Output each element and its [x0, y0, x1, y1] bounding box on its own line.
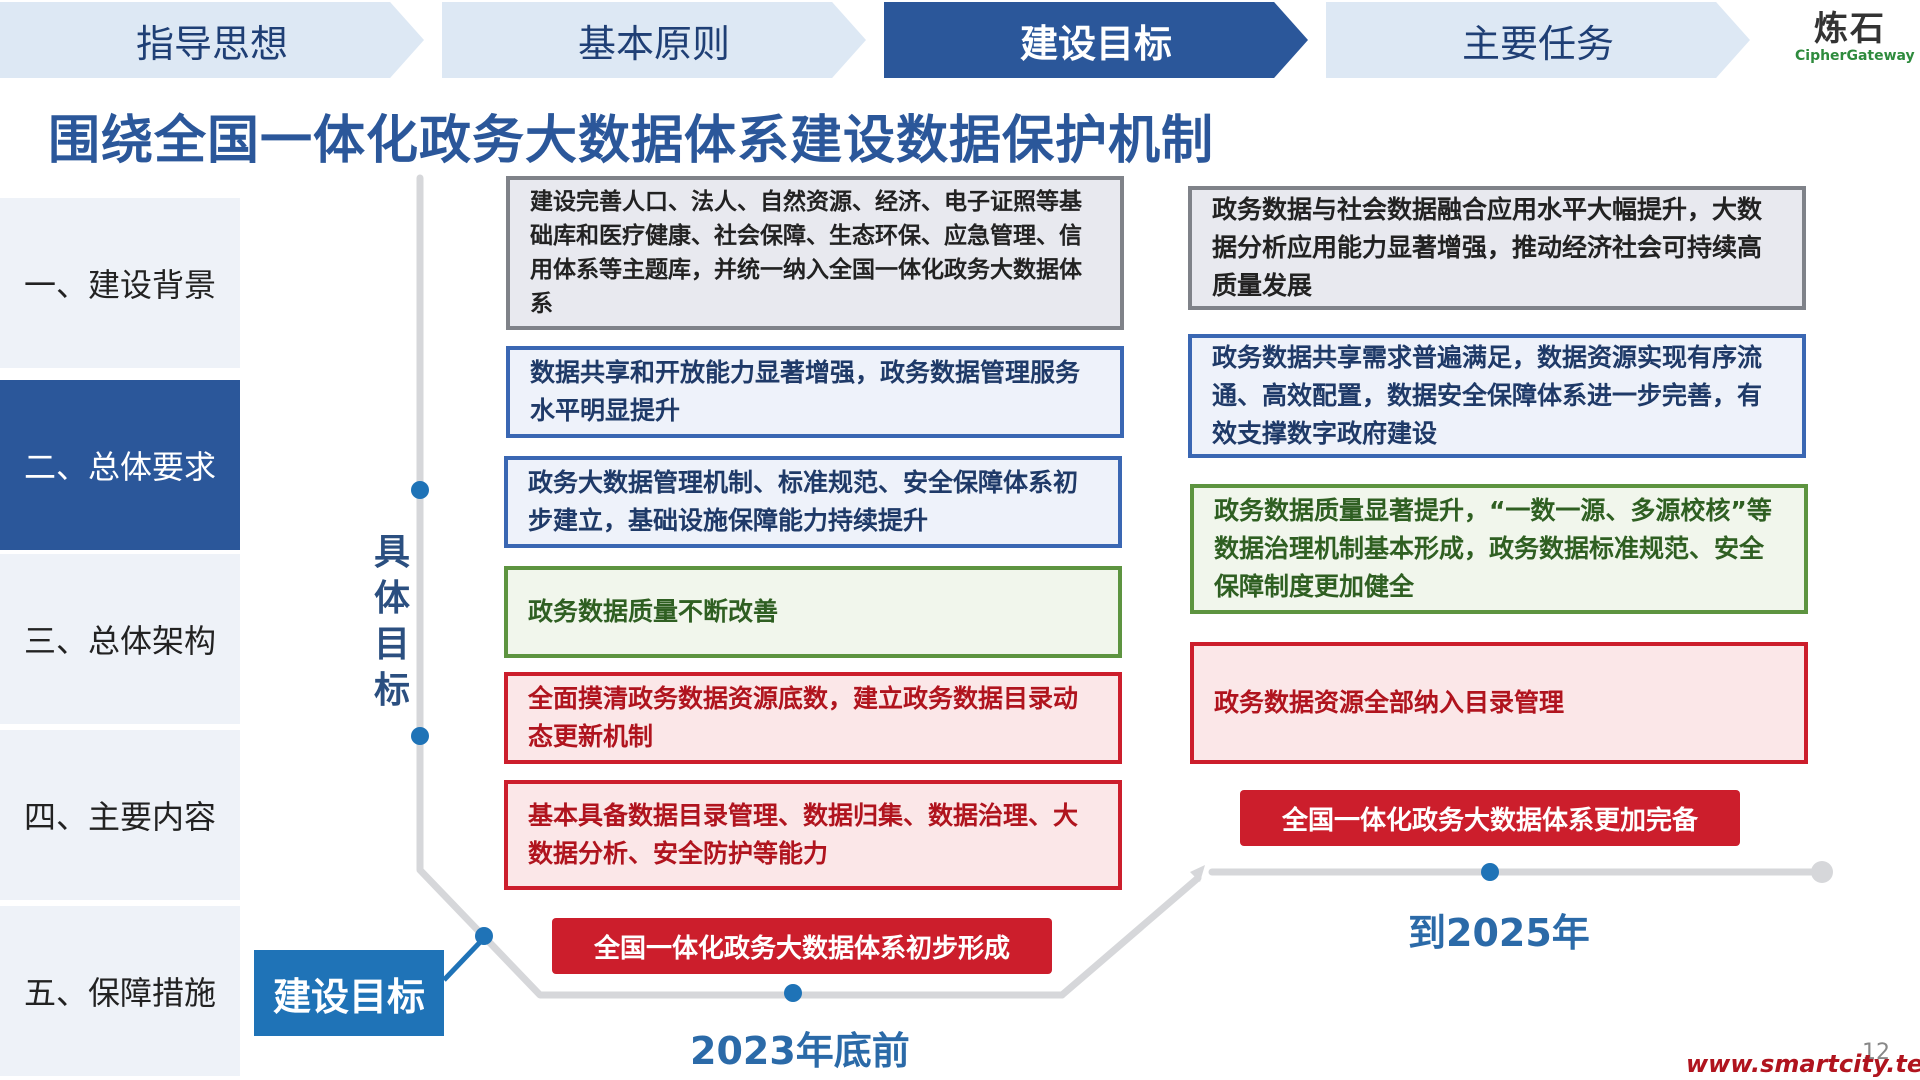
timeline-dot — [1481, 863, 1499, 881]
timeline-dot — [475, 927, 493, 945]
timeline-rising-line — [1058, 874, 1202, 999]
banner-2023: 全国一体化政务大数据体系初步形成 — [552, 918, 1052, 974]
year-label-2023: 2023年底前 — [690, 1029, 910, 1073]
timeline-dot — [411, 481, 429, 499]
sidebar-item-background[interactable]: 一、建设背景 — [0, 198, 240, 368]
timeline-dot — [784, 984, 802, 1002]
sidebar-item-safeguard-measures[interactable]: 五、保障措施 — [0, 906, 240, 1076]
goal-2023-box-5: 全面摸清政务数据资源底数，建立政务数据目录动态更新机制 — [504, 672, 1122, 764]
goal-text: 基本具备数据目录管理、数据归集、数据治理、大数据分析、安全防护等能力 — [528, 801, 1079, 868]
sidebar-item-overall-architecture[interactable]: 三、总体架构 — [0, 554, 240, 724]
goal-text: 全面摸清政务数据资源底数，建立政务数据目录动态更新机制 — [528, 684, 1079, 751]
goal-text: 政务数据与社会数据融合应用水平大幅提升，大数据分析应用能力显著增强，推动经济社会… — [1212, 195, 1763, 300]
goal-text: 政务大数据管理机制、标准规范、安全保障体系初步建立，基础设施保障能力持续提升 — [528, 468, 1079, 535]
goal-2023-box-2: 数据共享和开放能力显著增强，政务数据管理服务水平明显提升 — [506, 346, 1124, 438]
tab-basic-principles[interactable]: 基本原则 — [442, 2, 866, 78]
website-url[interactable]: www.smartcity.team — [1686, 1050, 1920, 1078]
goal-text: 政务数据资源全部纳入目录管理 — [1214, 688, 1565, 717]
tab-main-tasks[interactable]: 主要任务 — [1326, 2, 1750, 78]
tab-construction-goals[interactable]: 建设目标 — [884, 2, 1308, 78]
logo-subtitle: CipherGateway — [1795, 48, 1915, 64]
construction-goals-badge: 建设目标 — [254, 950, 444, 1036]
logo-mark: 炼石 — [1814, 9, 1886, 49]
goal-text: 数据共享和开放能力显著增强，政务数据管理服务水平明显提升 — [530, 358, 1081, 425]
timeline-end-dot — [1811, 861, 1833, 883]
goal-2025-box-3: 政务数据质量显著提升，“一数一源、多源校核”等数据治理机制基本形成，政务数据标准… — [1190, 484, 1808, 614]
goal-2023-box-6: 基本具备数据目录管理、数据归集、数据治理、大数据分析、安全防护等能力 — [504, 780, 1122, 890]
page-number: 12 — [1862, 1040, 1890, 1065]
sidebar: 一、建设背景 二、总体要求 三、总体架构 四、主要内容 五、保障措施 — [0, 198, 240, 1080]
sidebar-item-overall-requirements[interactable]: 二、总体要求 — [0, 380, 240, 550]
goal-text: 政务数据共享需求普遍满足，数据资源实现有序流通、高效配置，数据安全保障体系进一步… — [1212, 343, 1763, 448]
year-label-2025: 到2025年 — [1408, 911, 1590, 955]
goal-text: 政务数据质量不断改善 — [528, 597, 779, 626]
goal-2023-box-4: 政务数据质量不断改善 — [504, 566, 1122, 658]
goal-2025-box-2: 政务数据共享需求普遍满足，数据资源实现有序流通、高效配置，数据安全保障体系进一步… — [1188, 334, 1806, 458]
sidebar-item-main-content[interactable]: 四、主要内容 — [0, 730, 240, 900]
page-title: 围绕全国一体化政务大数据体系建设数据保护机制 — [48, 111, 1215, 171]
timeline-dot — [411, 727, 429, 745]
badge-connector — [442, 936, 486, 982]
goal-2025-box-1: 政务数据与社会数据融合应用水平大幅提升，大数据分析应用能力显著增强，推动经济社会… — [1188, 186, 1806, 310]
specific-goals-label: 具体目标 — [373, 532, 410, 711]
goal-2023-box-1: 建设完善人口、法人、自然资源、经济、电子证照等基础库和医疗健康、社会保障、生态环… — [506, 176, 1124, 330]
goal-text: 建设完善人口、法人、自然资源、经济、电子证照等基础库和医疗健康、社会保障、生态环… — [530, 189, 1082, 317]
logo: 炼石 CipherGateway — [1795, 9, 1915, 70]
goal-text: 政务数据质量显著提升，“一数一源、多源校核”等数据治理机制基本形成，政务数据标准… — [1214, 496, 1772, 601]
goal-2023-box-3: 政务大数据管理机制、标准规范、安全保障体系初步建立，基础设施保障能力持续提升 — [504, 456, 1122, 548]
goal-2025-box-4: 政务数据资源全部纳入目录管理 — [1190, 642, 1808, 764]
banner-2025: 全国一体化政务大数据体系更加完备 — [1240, 790, 1740, 846]
timeline-arrow-head — [1190, 865, 1205, 882]
tab-guiding-ideology[interactable]: 指导思想 — [0, 2, 424, 78]
